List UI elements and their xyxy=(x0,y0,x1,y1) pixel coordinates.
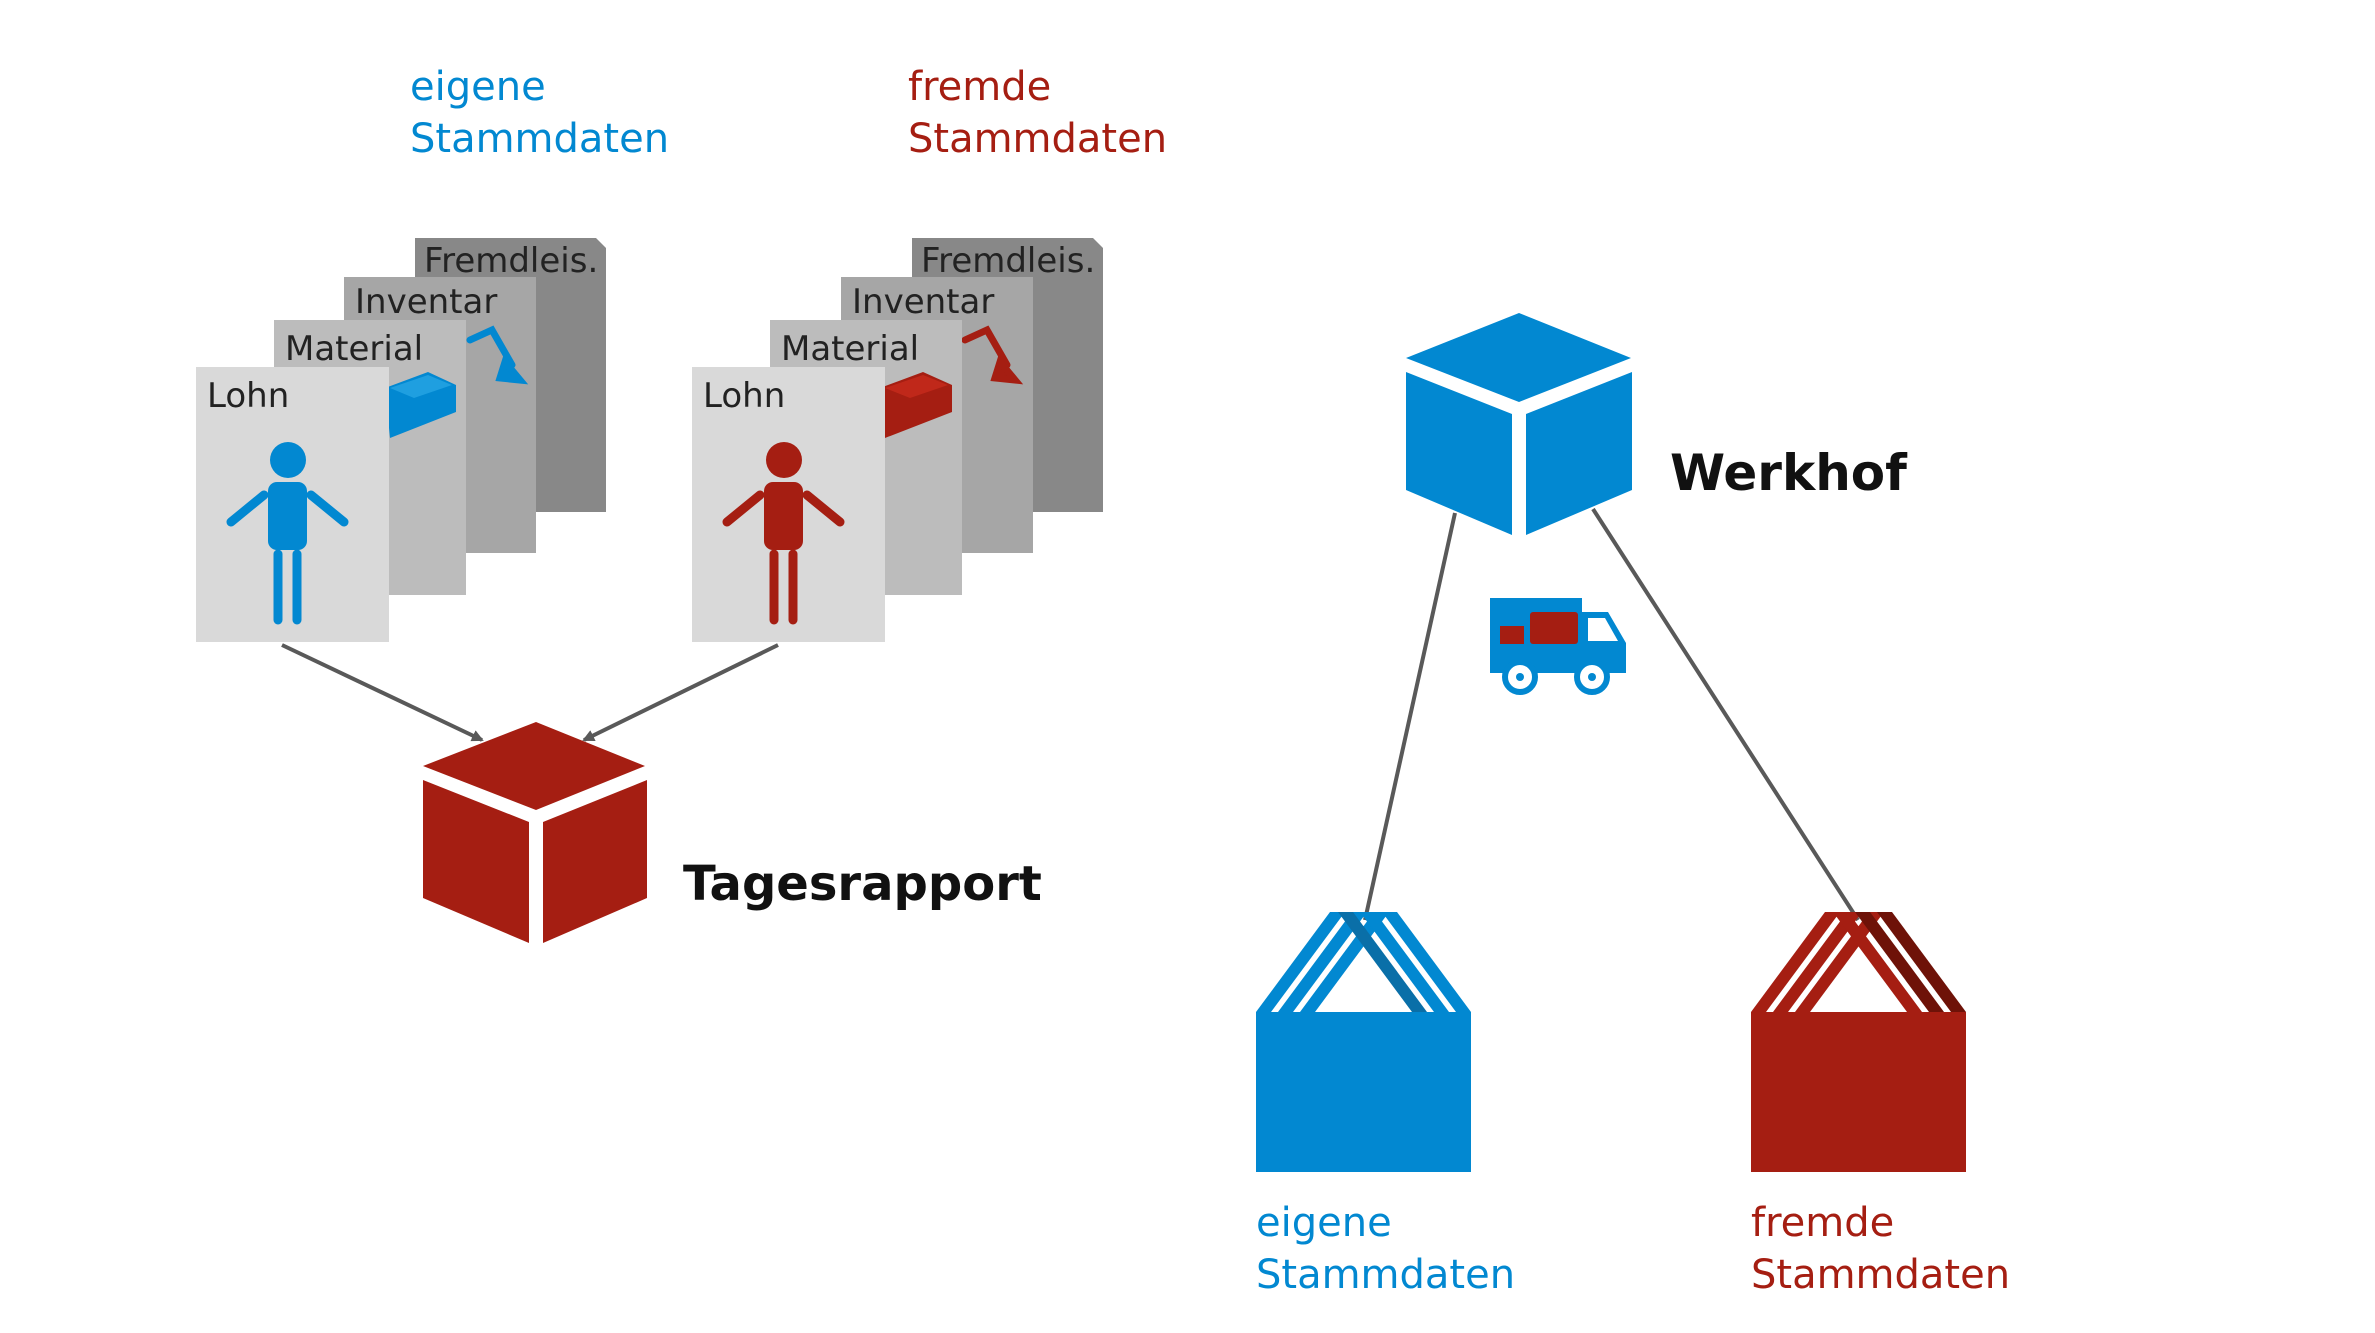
own-store-label-line1: eigene xyxy=(1256,1200,1392,1246)
arrow-foreign-to-tagesrapport xyxy=(582,643,779,742)
werkhof-label: Werkhof xyxy=(1670,444,1908,502)
warehouse-icon xyxy=(1751,912,1966,1172)
own-stammdaten-header-line1: eigene xyxy=(410,64,546,110)
card-lohn: Lohn xyxy=(692,367,885,642)
person-icon xyxy=(226,442,349,625)
line-werkhof-to-own-store xyxy=(1363,512,1457,921)
excavator-icon xyxy=(961,325,1024,385)
brick-icon xyxy=(385,372,456,438)
excavator-icon xyxy=(466,325,529,385)
cube-icon xyxy=(423,722,647,943)
foreign-stammdaten-header-line1: fremde xyxy=(908,64,1051,110)
card-label-lohn: Lohn xyxy=(703,376,785,416)
tagesrapport-label: Tagesrapport xyxy=(683,856,1042,912)
foreign-card-stack: Fremdleis. Inventar Material Lohn xyxy=(692,238,1103,642)
card-lohn: Lohn xyxy=(196,367,389,642)
card-label-material: Material xyxy=(781,329,919,369)
line-werkhof-to-foreign-store xyxy=(1591,507,1860,922)
person-icon xyxy=(722,442,845,625)
own-stammdaten-header-line2: Stammdaten xyxy=(410,116,669,162)
own-card-stack: Fremdleis. Inventar Material Lohn xyxy=(196,238,606,642)
warehouse-icon xyxy=(1256,912,1471,1172)
foreign-store-label-line1: fremde xyxy=(1751,1200,1894,1246)
card-label-inventar: Inventar xyxy=(355,282,497,322)
card-label-lohn: Lohn xyxy=(207,376,289,416)
card-label-fremdleis: Fremdleis. xyxy=(921,241,1095,281)
foreign-store-label-line2: Stammdaten xyxy=(1751,1252,2010,1298)
card-label-fremdleis: Fremdleis. xyxy=(424,241,598,281)
card-label-material: Material xyxy=(285,329,423,369)
own-store-label-line2: Stammdaten xyxy=(1256,1252,1515,1298)
arrow-own-to-tagesrapport xyxy=(281,643,484,742)
card-label-inventar: Inventar xyxy=(852,282,994,322)
brick-icon xyxy=(880,372,952,438)
truck-icon xyxy=(1490,598,1626,695)
cube-icon xyxy=(1406,313,1632,535)
foreign-stammdaten-header-line2: Stammdaten xyxy=(908,116,1167,162)
